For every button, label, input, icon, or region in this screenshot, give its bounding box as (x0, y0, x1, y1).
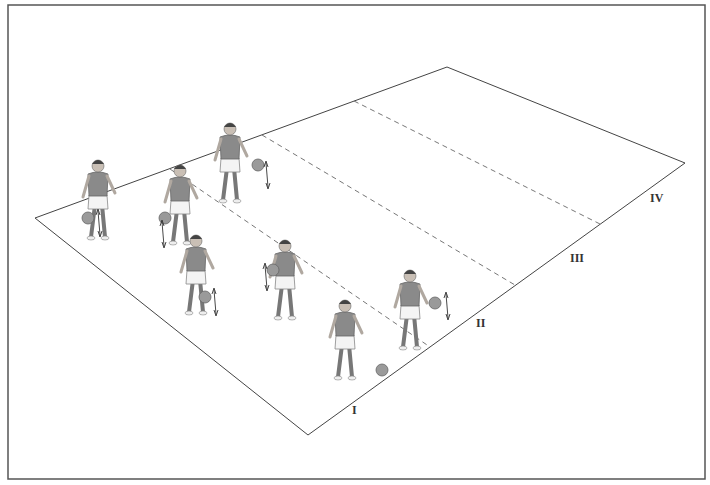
zone-label: IV (650, 192, 663, 204)
ball (199, 291, 211, 303)
ball (82, 212, 94, 224)
ball (252, 159, 264, 171)
ball (376, 364, 388, 376)
ball (267, 264, 279, 276)
bounce-arrows (212, 288, 218, 316)
bounce-arrows (444, 292, 450, 320)
zone-line (170, 169, 430, 347)
zone-line (262, 135, 515, 285)
bounce-arrows (96, 209, 102, 237)
zone-label: I (352, 404, 357, 416)
player (270, 240, 302, 320)
player (83, 160, 115, 240)
bounce-arrows (263, 263, 269, 291)
frame (8, 5, 705, 479)
bounce-arrows (264, 161, 270, 189)
player (181, 235, 213, 315)
ball (429, 297, 441, 309)
player (215, 123, 247, 203)
player (330, 300, 362, 380)
player (165, 165, 197, 245)
court-outline (35, 67, 685, 435)
zone-label: III (570, 252, 584, 264)
player (395, 270, 427, 350)
bounce-arrows (160, 220, 166, 248)
zone-line (354, 101, 600, 224)
zone-label: II (476, 317, 485, 329)
